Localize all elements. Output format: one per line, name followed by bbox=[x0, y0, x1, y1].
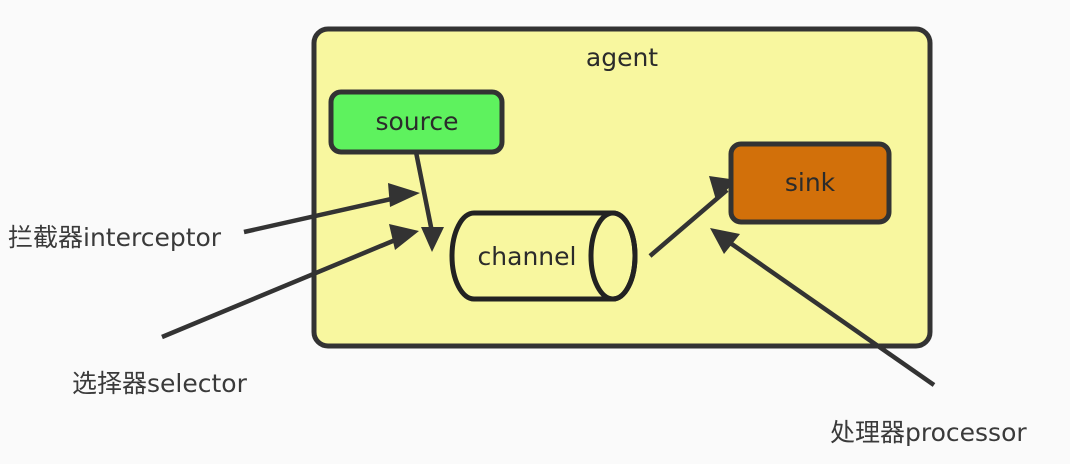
node-channel-label: channel bbox=[478, 242, 577, 271]
annotation-arrow-interceptor bbox=[243, 183, 420, 235]
connector-source-to-channel bbox=[413, 151, 444, 252]
annotation-arrow-processor bbox=[710, 228, 936, 387]
node-sink-box bbox=[728, 141, 892, 225]
annotation-label-interceptor: 拦截器interceptor bbox=[8, 223, 222, 252]
node-sink-label: sink bbox=[785, 168, 836, 197]
node-source-box bbox=[328, 89, 505, 155]
annotation-label-processor: 处理器processor bbox=[830, 418, 1027, 447]
agent-container-label: agent bbox=[586, 43, 658, 72]
annotation-label-selector: 选择器selector bbox=[72, 369, 248, 398]
node-source-label: source bbox=[375, 107, 458, 136]
node-channel-cylinder bbox=[449, 210, 638, 302]
annotation-arrow-selector bbox=[161, 224, 419, 340]
